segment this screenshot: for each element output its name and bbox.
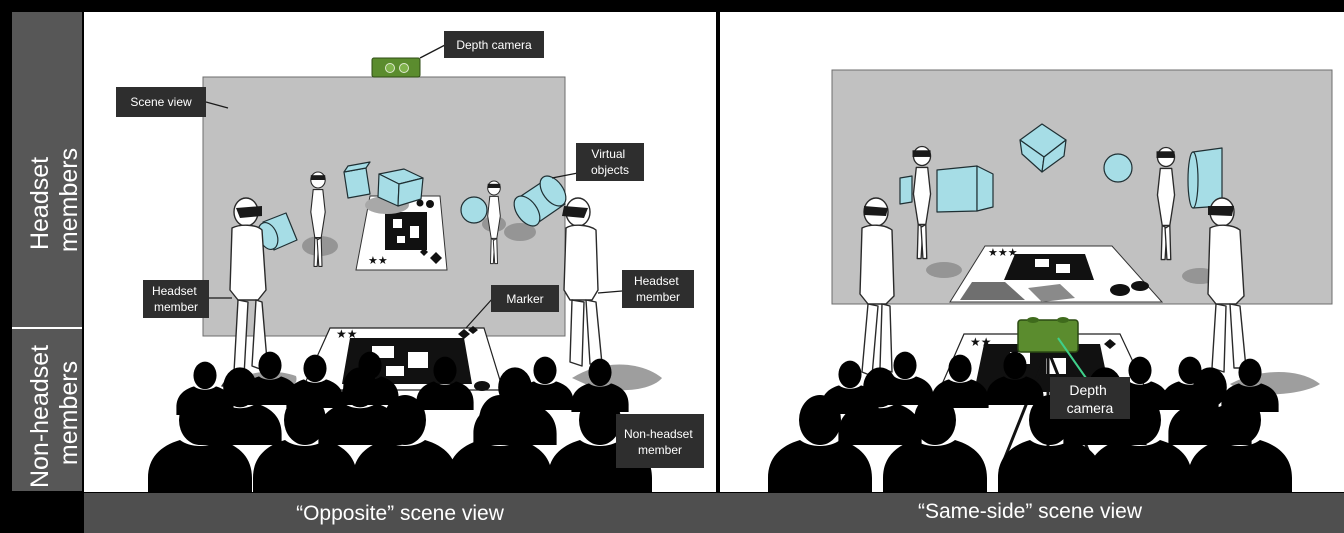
label-headset-member-right: Headset member — [622, 270, 694, 308]
label-headset-member-left: Headset member — [143, 280, 209, 318]
svg-text:Marker: Marker — [506, 292, 543, 306]
svg-text:★★: ★★ — [368, 254, 388, 267]
svg-text:★★: ★★ — [970, 335, 992, 349]
caption-same-side-scene-view: “Same-side” scene view — [918, 500, 1143, 523]
side-label-headset-members: Headset members — [26, 148, 83, 252]
svg-text:★★★: ★★★ — [988, 246, 1018, 259]
label-non-headset-member: Non-headset member — [616, 414, 704, 468]
left-floor-marker: ★★ — [302, 326, 503, 391]
svg-text:★★: ★★ — [336, 327, 358, 341]
right-panel: ★★★ — [720, 12, 1344, 492]
label-depth-camera: Depth camera — [444, 31, 544, 58]
svg-text:Scene view: Scene view — [130, 95, 192, 109]
svg-text:Depth camera: Depth camera — [456, 38, 532, 52]
caption-opposite-scene-view: “Opposite” scene view — [296, 502, 505, 525]
label-marker: Marker — [491, 285, 559, 312]
label-scene-view: Scene view — [116, 87, 206, 117]
label-virtual-objects: Virtual objects — [576, 143, 644, 181]
side-label-column: Headset members Non-headset members — [12, 12, 83, 491]
left-panel: ★★ — [84, 12, 716, 492]
label-right-depth-camera: Depth camera — [1050, 377, 1130, 419]
caption-bar: “Opposite” scene view “Same-side” scene … — [84, 493, 1344, 533]
